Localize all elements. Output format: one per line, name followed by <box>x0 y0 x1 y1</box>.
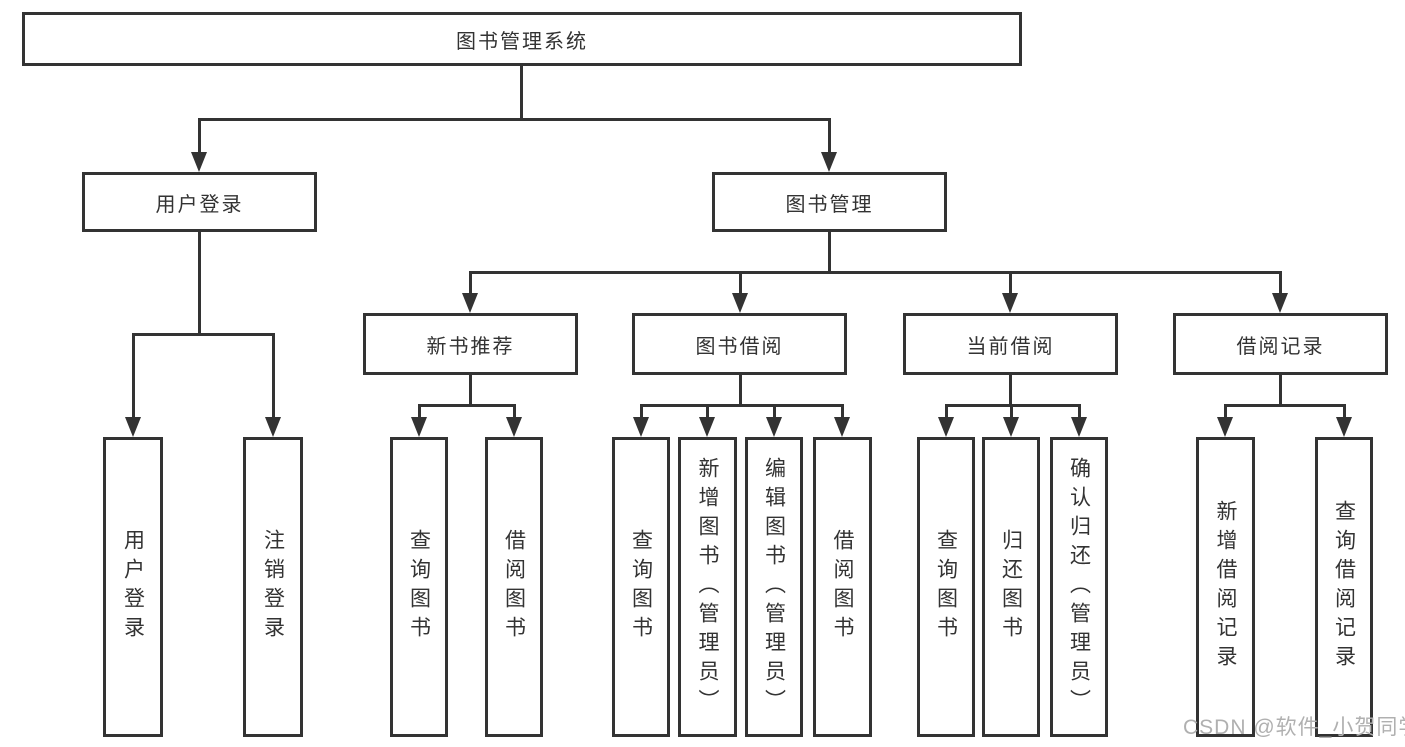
arrow-stem <box>1010 404 1013 419</box>
branch-user-login <box>132 333 274 336</box>
arrow-down-icon <box>506 417 522 437</box>
arrow-down-icon <box>1003 417 1019 437</box>
arrow-down-icon <box>1071 417 1087 437</box>
arrow-down-icon <box>1217 417 1233 437</box>
arrow-down-icon <box>938 417 954 437</box>
arrow-down-icon <box>633 417 649 437</box>
leaf-borrow-book: 借阅图书 <box>813 437 872 737</box>
arrow-down-icon <box>821 152 837 172</box>
connector-user-login-drop <box>198 230 201 336</box>
branch-current <box>945 404 1081 407</box>
arrow-down-icon <box>766 417 782 437</box>
arrow-stem <box>418 404 421 419</box>
arrow-stem <box>272 333 275 419</box>
arrow-down-icon <box>1002 293 1018 313</box>
arrow-down-icon <box>265 417 281 437</box>
arrow-stem <box>1009 271 1012 295</box>
connector-root-drop <box>520 64 523 120</box>
node-current-borrow: 当前借阅 <box>903 313 1118 375</box>
arrow-stem <box>773 404 776 419</box>
arrow-down-icon <box>834 417 850 437</box>
leaf-add-book-admin: 新增图书（管理员） <box>678 437 737 737</box>
arrow-down-icon <box>1336 417 1352 437</box>
arrow-stem <box>1343 404 1346 419</box>
leaf-query-book-current: 查询图书 <box>917 437 975 737</box>
node-new-book-recommend: 新书推荐 <box>363 313 578 375</box>
arrow-stem <box>706 404 709 419</box>
arrow-stem <box>198 118 201 154</box>
arrow-stem <box>132 333 135 419</box>
leaf-query-book-recommend: 查询图书 <box>390 437 448 737</box>
arrow-stem <box>1224 404 1227 419</box>
arrow-down-icon <box>1272 293 1288 313</box>
node-borrow-records: 借阅记录 <box>1173 313 1388 375</box>
leaf-query-book-borrow: 查询图书 <box>612 437 670 737</box>
connector-recommend-drop <box>469 373 472 407</box>
leaf-add-borrow-record: 新增借阅记录 <box>1196 437 1255 737</box>
connector-current-drop <box>1009 373 1012 407</box>
leaf-user-login: 用户登录 <box>103 437 163 737</box>
branch-records <box>1224 404 1346 407</box>
branch-level2 <box>198 118 831 121</box>
arrow-stem <box>513 404 516 419</box>
arrow-stem <box>469 271 472 295</box>
leaf-return-book: 归还图书 <box>982 437 1040 737</box>
node-book-borrow: 图书借阅 <box>632 313 847 375</box>
branch-recommend <box>418 404 516 407</box>
arrow-stem <box>841 404 844 419</box>
connector-borrow-drop <box>739 373 742 407</box>
node-root: 图书管理系统 <box>22 12 1022 66</box>
csdn-watermark: CSDN @软件_小贺同学 <box>1183 716 1405 739</box>
arrow-down-icon <box>699 417 715 437</box>
arrow-down-icon <box>125 417 141 437</box>
arrow-down-icon <box>732 293 748 313</box>
connector-book-mgmt-drop <box>828 230 831 274</box>
branch-book-mgmt <box>469 271 1282 274</box>
arrow-stem <box>739 271 742 295</box>
arrow-down-icon <box>191 152 207 172</box>
arrow-stem <box>828 118 831 154</box>
branch-borrow <box>640 404 844 407</box>
leaf-confirm-return-admin: 确认归还（管理员） <box>1050 437 1108 737</box>
arrow-down-icon <box>462 293 478 313</box>
leaf-borrow-book-recommend: 借阅图书 <box>485 437 543 737</box>
leaf-query-borrow-record: 查询借阅记录 <box>1315 437 1373 737</box>
arrow-down-icon <box>411 417 427 437</box>
connector-records-drop <box>1279 373 1282 407</box>
leaf-logout: 注销登录 <box>243 437 303 737</box>
node-book-management: 图书管理 <box>712 172 947 232</box>
arrow-stem <box>1279 271 1282 295</box>
arrow-stem <box>1078 404 1081 419</box>
arrow-stem <box>640 404 643 419</box>
node-user-login: 用户登录 <box>82 172 317 232</box>
leaf-edit-book-admin: 编辑图书（管理员） <box>745 437 803 737</box>
arrow-stem <box>945 404 948 419</box>
